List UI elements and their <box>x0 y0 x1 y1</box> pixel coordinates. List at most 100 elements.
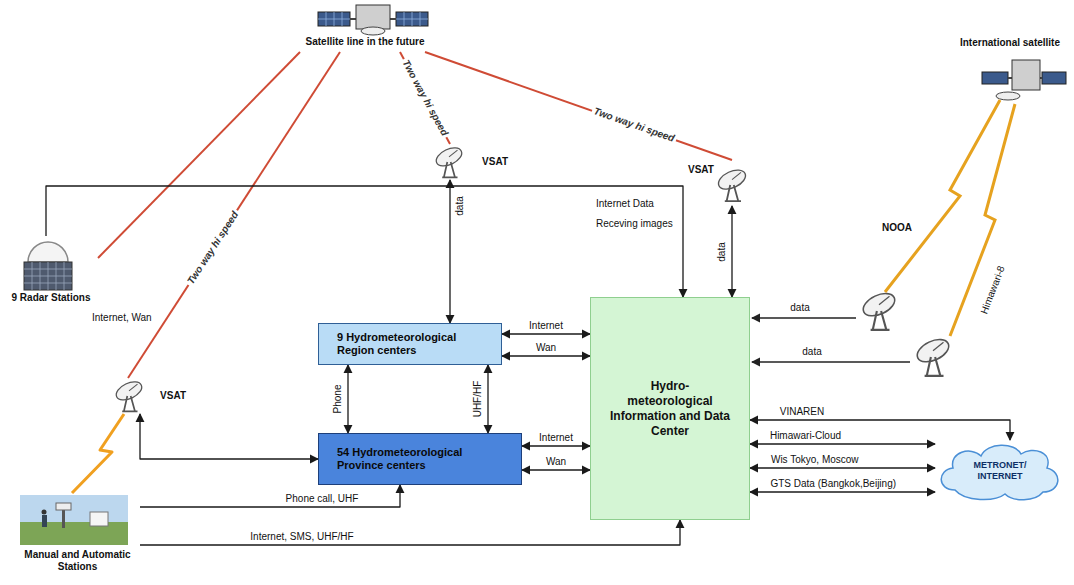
station-node: Manual and Automatic Stations <box>15 493 140 577</box>
link-label: GTS Data (Bangkok,Beijing) <box>768 478 898 490</box>
satellite-icon <box>982 60 1066 100</box>
connector-arrow <box>502 333 590 334</box>
observer <box>42 510 47 515</box>
link-label: Internet, SMS, UHF/HF <box>248 531 355 543</box>
photo-grass <box>20 522 128 545</box>
note-label: Internet Data <box>596 198 654 210</box>
note-label: Internet, Wan <box>92 312 152 324</box>
receiving-dish <box>860 289 898 330</box>
note-label: data <box>790 302 809 314</box>
node-text: 9 Hydrometeorological Region centers <box>337 331 492 357</box>
data-arrow <box>752 317 856 318</box>
connector-arrow <box>731 206 732 297</box>
vsat-terminal: VSAT <box>112 378 190 414</box>
connector-arrow <box>750 491 935 492</box>
satellite-node: International satellite <box>950 36 1070 106</box>
link-label: Phone call, UHF <box>284 493 361 505</box>
link-label: VINAREN <box>778 406 826 418</box>
radar-dome <box>28 242 68 262</box>
province-center-box: 54 Hydrometeorological Province centers <box>318 433 522 485</box>
satellite-dish <box>996 92 1020 100</box>
solar-panel <box>1042 72 1066 84</box>
radar-icon <box>24 242 72 290</box>
link-label: Himawari-Cloud <box>768 430 843 442</box>
panel-grid <box>318 12 350 26</box>
radio-link <box>72 414 124 493</box>
receiving-dish <box>914 335 952 376</box>
connector-arrow <box>140 520 680 545</box>
data-arrow <box>752 361 910 362</box>
note-label: Himawari-8 <box>978 264 1007 316</box>
connector-arrow <box>347 365 348 433</box>
vsat-dish <box>113 378 144 411</box>
observer <box>42 515 47 527</box>
node-text: Satellite line in the future <box>306 36 425 48</box>
node-text: VSAT <box>482 156 508 168</box>
connector-arrow <box>750 443 935 444</box>
connector-arrow <box>502 355 590 356</box>
link-label: Wan <box>534 342 558 354</box>
satellite-node: Satellite line in the future <box>285 0 445 52</box>
downlink-bolt <box>885 100 1000 292</box>
satellite-dish <box>361 27 385 35</box>
radar-building <box>24 262 72 290</box>
note-label: NOOA <box>882 222 912 234</box>
link-label: Phone <box>332 383 344 416</box>
link-label: data <box>454 194 466 217</box>
node-text: METRONET/ INTERNET <box>964 460 1036 482</box>
node-text: Hydro- meteorological Information and Da… <box>610 379 730 439</box>
radar-station: 9 Radar Stations <box>4 236 98 308</box>
satellite-body <box>356 5 390 29</box>
node-text: International satellite <box>960 37 1060 49</box>
link-label: UHF/HF <box>472 379 484 420</box>
connector-arrow <box>140 414 318 459</box>
data-center-box: Hydro- meteorological Information and Da… <box>590 297 750 520</box>
satellite-icon <box>318 5 428 35</box>
satellite-body <box>1012 60 1040 90</box>
radar-grid <box>24 262 72 290</box>
connector-arrow <box>750 467 935 468</box>
note-label: data <box>802 346 821 358</box>
node-text: VSAT <box>160 390 186 402</box>
node-text: 9 Radar Stations <box>12 292 91 304</box>
solar-panel <box>982 72 1008 84</box>
node-text: VSAT <box>688 164 714 176</box>
sensor <box>56 503 71 510</box>
connector-arrow <box>522 469 590 470</box>
radio-link <box>425 52 732 160</box>
vsat-dish <box>433 144 464 177</box>
vsat-terminal: VSAT <box>432 144 512 180</box>
photo-sky <box>20 495 128 545</box>
link-label: Wan <box>544 456 568 468</box>
connector-arrow <box>522 445 590 446</box>
link-label: Two way hi speed <box>590 105 678 146</box>
link-label: Two way hi speed <box>399 56 452 140</box>
region-center-box: 9 Hydrometeorological Region centers <box>318 323 502 365</box>
link-label: data <box>716 240 728 263</box>
connector-arrow <box>46 186 683 297</box>
radio-link <box>128 52 340 378</box>
node-text: 54 Hydrometeorological Province centers <box>337 446 507 472</box>
connector-arrow <box>140 485 400 507</box>
network-cloud: METRONET/ INTERNET <box>935 440 1065 502</box>
link-label: Wis Tokyo, Moscow <box>769 454 861 466</box>
radio-link <box>98 52 300 258</box>
link-label: Two way hi speed <box>184 207 242 288</box>
connector-arrow <box>487 365 488 433</box>
shelter <box>90 512 108 526</box>
cloud-shape <box>941 445 1058 500</box>
solar-panel <box>396 12 428 26</box>
panel-grid <box>396 12 428 26</box>
note-label: Receving images <box>596 218 673 230</box>
vsat-terminal: VSAT <box>686 160 750 206</box>
station-photo <box>20 495 128 545</box>
link-label: Internet <box>527 320 565 332</box>
node-text: Manual and Automatic Stations <box>18 549 138 573</box>
link-label: Internet <box>537 432 575 444</box>
solar-panel <box>318 12 350 26</box>
connector-arrow <box>449 180 450 323</box>
